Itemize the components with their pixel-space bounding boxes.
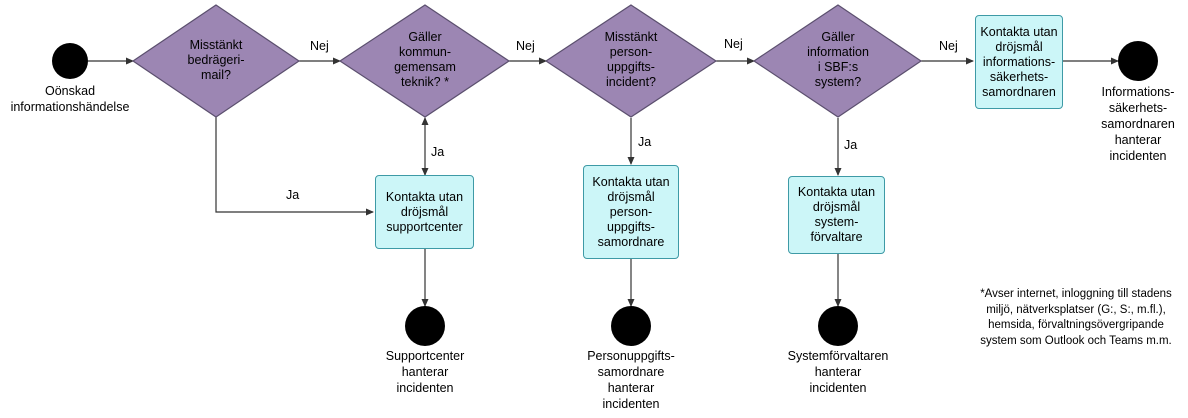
edge-label-yes-4: Ja: [844, 138, 858, 152]
end-label-supportcenter: Supportcenter hanterar incidenten: [385, 349, 465, 395]
end-label-systemforvaltare: Systemförvaltaren hanterar incidenten: [787, 349, 889, 395]
edge-label-yes-3: Ja: [638, 135, 652, 149]
decision-2: Gäller kommun- gemensam teknik? *: [367, 17, 483, 103]
action-box-iss: Kontakta utan dröjsmål informations- säk…: [975, 15, 1063, 109]
edge-d1-yes-to-supportcenter: [215, 104, 374, 216]
decision-2-text: Gäller kommun- gemensam teknik? *: [394, 30, 456, 89]
action-supportcenter-text: Kontakta utan dröjsmål supportcenter: [385, 189, 464, 234]
end-label-iss: Informations- säkerhets- samordnaren han…: [1101, 85, 1175, 163]
action-box-supportcenter: Kontakta utan dröjsmål supportcenter: [375, 175, 474, 249]
decision-4: Gäller information i SBF:s system?: [780, 17, 896, 103]
end-node-iss: [1118, 41, 1158, 81]
action-box-systemforvaltare: Kontakta utan dröjsmål system- förvaltar…: [788, 176, 885, 254]
action-box-puas: Kontakta utan dröjsmål person- uppgifts-…: [583, 165, 679, 259]
decision-3: Misstänkt person- uppgifts- incident?: [573, 17, 689, 103]
edge-label-no-1: Nej: [310, 39, 329, 53]
action-puas-text: Kontakta utan dröjsmål person- uppgifts-…: [592, 174, 670, 249]
end-label-puas: Personuppgifts- samordnare hanterar inci…: [587, 349, 675, 411]
decision-3-text: Misstänkt person- uppgifts- incident?: [604, 30, 658, 89]
end-node-puas: [611, 306, 651, 346]
edge-label-yes-2: Ja: [431, 145, 445, 159]
action-systemforvaltare-text: Kontakta utan dröjsmål system- förvaltar…: [797, 185, 876, 244]
end-node-supportcenter: [405, 306, 445, 346]
end-node-systemforvaltare: [818, 306, 858, 346]
edge-label-no-3: Nej: [724, 37, 743, 51]
start-node: [52, 43, 88, 79]
decision-1-text: Misstänkt bedrägeri- mail?: [187, 37, 245, 82]
footnote: *Avser internet, inloggning till stadens…: [980, 288, 1172, 347]
decision-diamond-1: [131, 4, 301, 118]
decision-1: Misstänkt bedrägeri- mail?: [158, 20, 274, 100]
start-label: Oönskad informationshändelse: [10, 84, 130, 114]
action-iss-text: Kontakta utan dröjsmål informations- säk…: [980, 24, 1058, 99]
decision-diamond-4: [752, 4, 923, 118]
decision-4-text: Gäller information i SBF:s system?: [807, 30, 869, 89]
edge-label-no-4: Nej: [939, 39, 958, 53]
decision-diamond-2: [338, 4, 511, 118]
decision-diamond-3: [544, 4, 718, 118]
edge-label-yes-1: Ja: [286, 188, 300, 202]
edge-label-no-2: Nej: [516, 39, 535, 53]
